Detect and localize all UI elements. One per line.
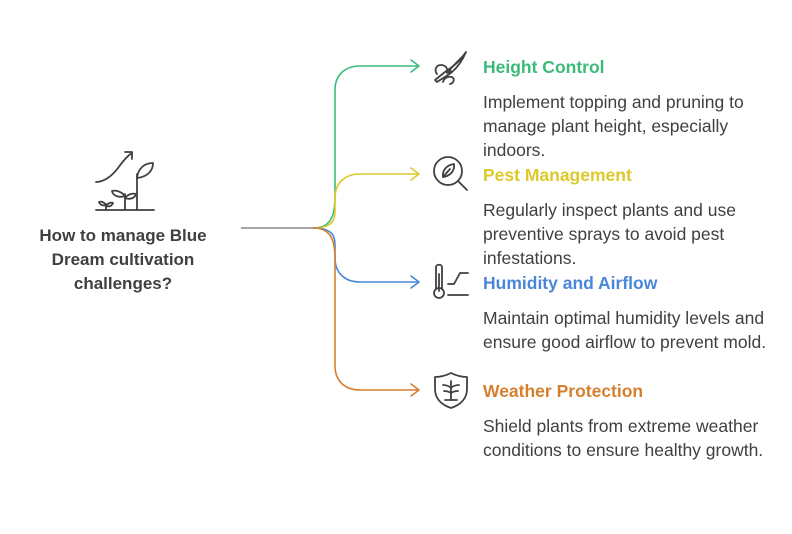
arrow-height-control [410,59,420,73]
thermometer-icon [433,263,469,299]
branch-title-weather-protection: Weather Protection [483,381,644,401]
branch-title-height-control: Height Control [483,57,605,77]
branch-title-pest-management: Pest Management [483,165,632,185]
leaf-magnifier-icon [433,156,468,191]
connector-height-control [312,65,418,229]
arrow-pest-management [410,167,420,181]
branch-desc-humidity-airflow: Maintain optimal humidity levels and ens… [483,308,767,352]
connector-weather-protection [312,227,418,391]
arrow-humidity-airflow [410,275,420,289]
branch-desc-height-control: Implement topping and pruning to manage … [483,92,744,160]
arrow-weather-protection [410,383,420,397]
root-question: How to manage Blue Dream cultivation cha… [39,226,207,293]
pruning-shears-icon [434,51,467,85]
branch-title-humidity-airflow: Humidity and Airflow [483,273,658,293]
connector-pest-management [312,173,418,229]
branch-desc-pest-management: Regularly inspect plants and use prevent… [483,200,736,268]
plant-growth-icon [95,151,155,211]
connector-humidity-airflow [312,227,418,283]
shield-plant-icon [434,372,468,409]
branch-desc-weather-protection: Shield plants from extreme weather condi… [483,416,764,460]
